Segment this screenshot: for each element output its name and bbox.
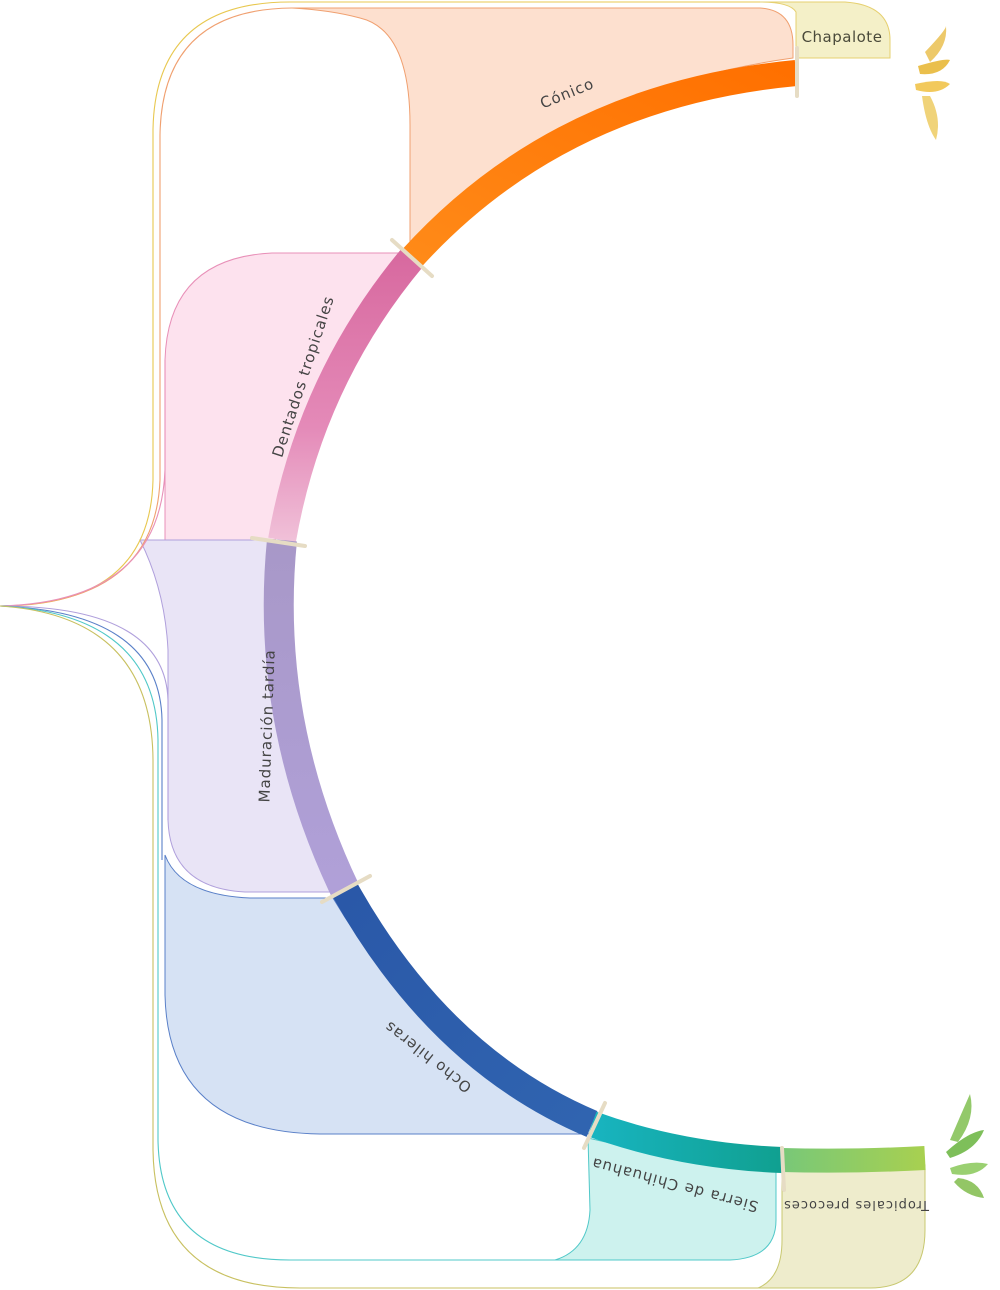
- label-maduracion: Maduración tardía: [255, 649, 278, 803]
- region-conico: [291, 7, 794, 252]
- separator-dentados-maduracion: [250, 536, 307, 548]
- line-dentados: [0, 360, 166, 607]
- arc-maduracion: [263, 538, 359, 897]
- label-precoces: Tropicales precoces: [783, 1197, 930, 1212]
- region-precoces: [757, 1164, 926, 1289]
- lineage-lines: [0, 1, 760, 1289]
- region-chapalote: [759, 1, 891, 59]
- leaf-icon-bottom: [946, 1094, 988, 1198]
- line-precoces: [0, 605, 758, 1289]
- main-arc: [263, 60, 926, 1173]
- separator-conico-dentados: [390, 238, 434, 278]
- separator-sierra-precoces: [780, 1146, 786, 1192]
- line-conico: [0, 7, 293, 607]
- arc-ocho: [332, 883, 598, 1137]
- label-chapalote: Chapalote: [802, 28, 883, 46]
- arc-dentados: [268, 249, 423, 543]
- separator-maduracion-ocho: [320, 874, 372, 904]
- line-maduracion: [0, 605, 169, 820]
- segment-separators: [250, 46, 799, 1192]
- flow-regions: [139, 1, 926, 1289]
- arc-sierra: [587, 1111, 783, 1173]
- line-sierra: [0, 605, 555, 1261]
- arc-conico: [402, 60, 798, 267]
- leaf-icon-top: [915, 26, 950, 140]
- line-ocho: [0, 605, 163, 860]
- arc-precoces: [781, 1146, 926, 1173]
- separator-ocho-sierra: [582, 1101, 607, 1150]
